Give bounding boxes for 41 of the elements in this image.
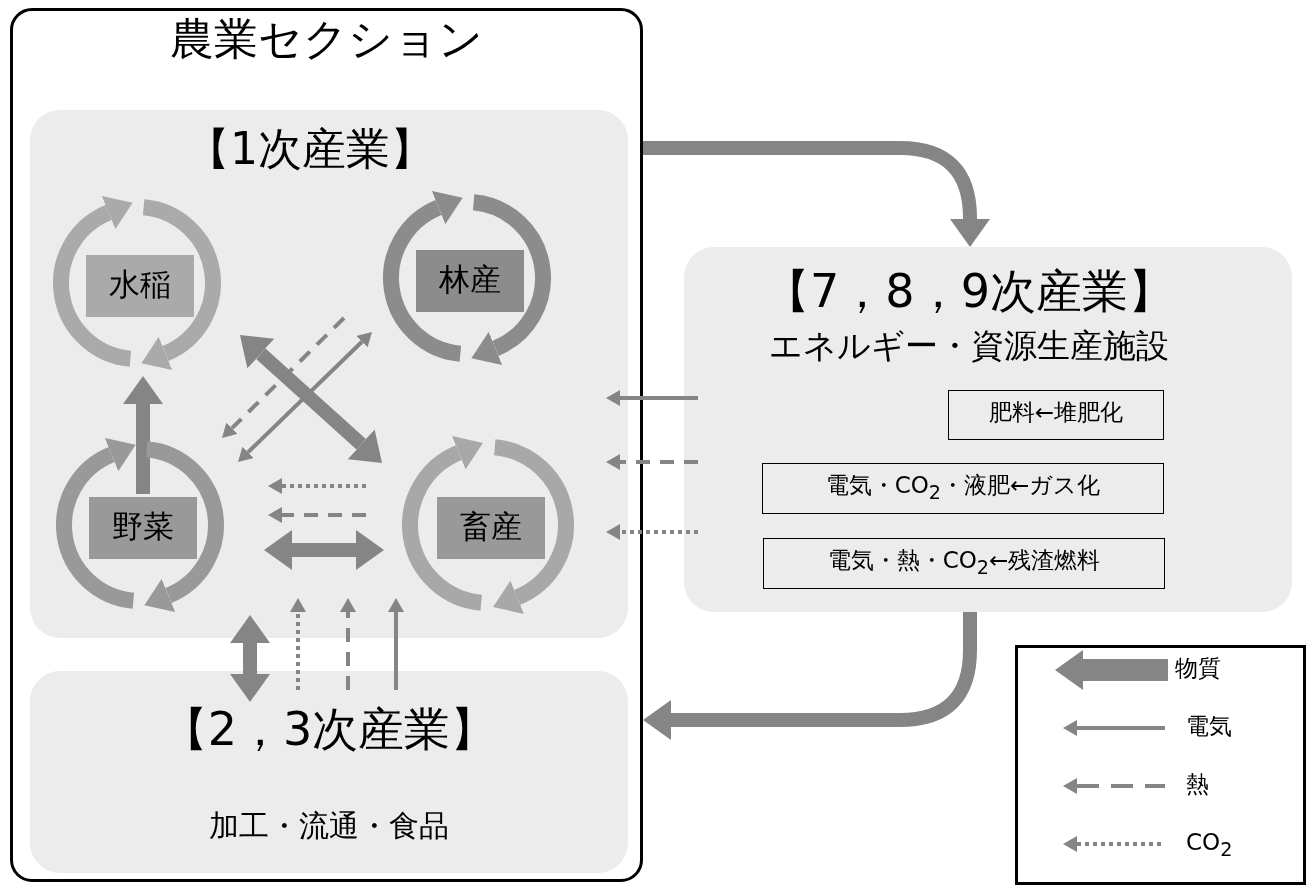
crop-box — [89, 497, 197, 559]
arrow — [340, 598, 356, 690]
legend-label: CO$_{2}$ — [1186, 829, 1233, 861]
arrow — [606, 454, 698, 470]
arrow — [643, 141, 990, 247]
arrow — [290, 598, 306, 690]
panel-title: 【2，3次産業】 — [161, 703, 497, 756]
process-box — [762, 463, 1164, 514]
node-label: 電気・CO$_{2}$・液肥←ガス化 — [825, 472, 1101, 504]
panel-title: 【7，8，9次産業】 — [764, 265, 1174, 318]
arrow — [230, 615, 270, 702]
arrow — [606, 524, 698, 540]
legend-label: 熱 — [1186, 771, 1209, 799]
crop-box — [437, 497, 545, 559]
arrow — [222, 316, 346, 438]
crop-box — [416, 250, 524, 312]
section-title: 農業セクション — [170, 14, 483, 65]
node-label: 電気・熱・CO$_{2}$←残渣燃料 — [827, 547, 1101, 579]
arrow — [606, 390, 698, 406]
panel-title: 【1次産業】 — [186, 124, 434, 175]
industry-panel — [684, 247, 1292, 612]
node-label: 肥料←堆肥化 — [988, 399, 1124, 426]
arrow — [268, 507, 366, 523]
crop-box — [86, 255, 194, 317]
arrow — [268, 478, 366, 494]
arrow — [388, 598, 404, 690]
panel-subtitle: エネルギー・資源生産施設 — [769, 327, 1169, 365]
panel-subtitle: 加工・流通・食品 — [209, 809, 449, 844]
arrow — [264, 530, 384, 570]
node-label: 林産 — [439, 262, 501, 298]
process-box — [948, 390, 1164, 440]
legend-label: 物質 — [1175, 655, 1221, 683]
section-frame — [10, 8, 643, 882]
arrow — [643, 612, 977, 740]
industry-panel — [30, 671, 628, 873]
legend-label: 電気 — [1186, 713, 1232, 741]
process-box — [763, 538, 1165, 589]
node-label: 野菜 — [112, 509, 174, 545]
arrow — [123, 376, 163, 494]
node-label: 水稲 — [109, 267, 171, 303]
node-label: 畜産 — [460, 509, 522, 545]
